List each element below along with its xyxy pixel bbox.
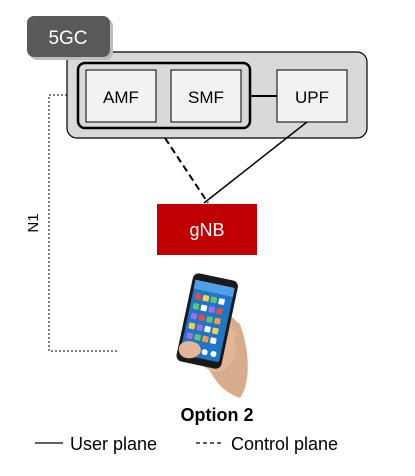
core-tag bbox=[27, 16, 110, 57]
upf-box bbox=[276, 69, 348, 123]
smartphone-in-hand-icon bbox=[176, 273, 248, 398]
control-plane-core-gnb bbox=[164, 137, 209, 204]
amf-label: AMF bbox=[103, 88, 139, 107]
gnb-label: gNB bbox=[189, 220, 224, 240]
smf-box bbox=[170, 69, 242, 123]
option-caption: Option 2 bbox=[181, 405, 254, 425]
core-tag-label: 5GC bbox=[48, 28, 87, 49]
amf-box bbox=[85, 69, 157, 123]
smf-label: SMF bbox=[188, 88, 224, 107]
legend-control-plane-label: Control plane bbox=[231, 434, 338, 454]
n1-interface-line bbox=[48, 94, 117, 352]
gnb-box bbox=[157, 204, 257, 255]
upf-label: UPF bbox=[295, 88, 329, 107]
legend-user-plane-label: User plane bbox=[70, 434, 157, 454]
n1-label: N1 bbox=[25, 213, 42, 232]
user-plane-upf-gnb bbox=[203, 121, 308, 204]
